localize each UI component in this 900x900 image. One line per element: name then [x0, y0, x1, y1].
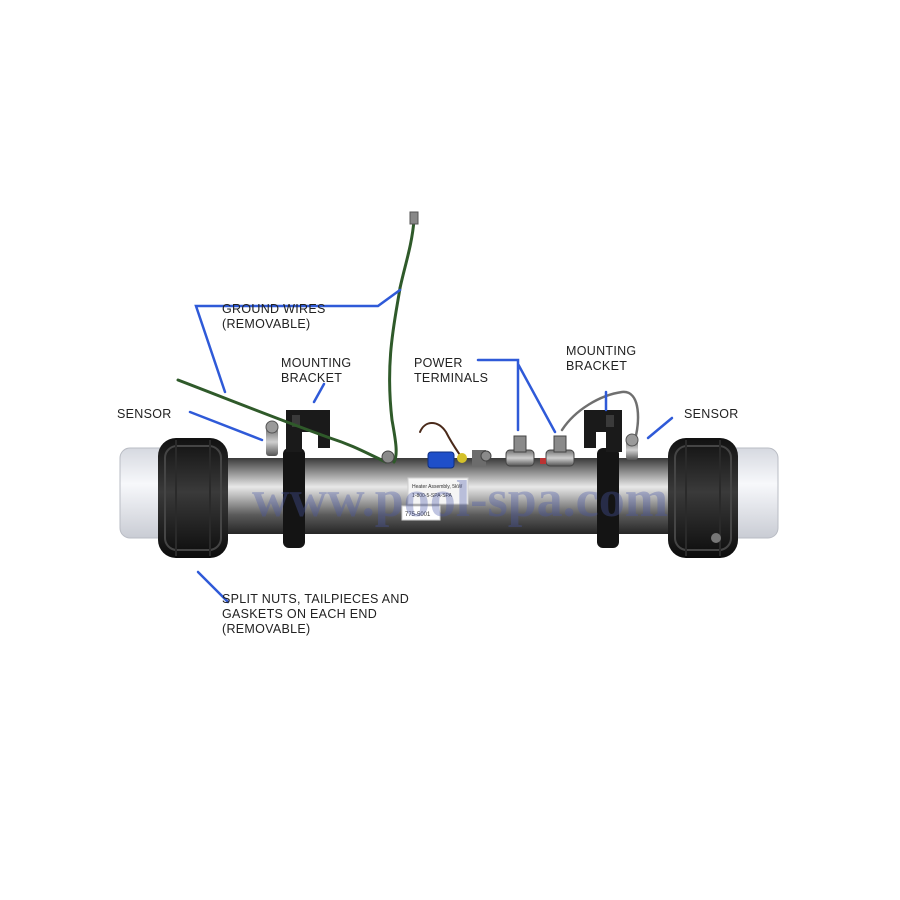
label-ground-wires-line1: GROUND WIRES	[222, 302, 326, 316]
label-split-nuts-line2: GASKETS ON EACH END	[222, 607, 378, 621]
label-power-terminals: POWER TERMINALS	[414, 356, 488, 386]
label-ground-wires-line2: (REMOVABLE)	[222, 317, 311, 331]
leader-mounting-bracket-left	[312, 382, 326, 404]
product-sticker: Heater Assembly, 5kW 1-800-5-SPA-SPA 775…	[401, 477, 469, 521]
label-sensor-right-text: SENSOR	[684, 407, 739, 421]
label-power-terminals-line1: POWER	[414, 356, 463, 370]
label-power-terminals-line2: TERMINALS	[414, 371, 489, 385]
ground-wires	[176, 211, 640, 464]
label-sensor-right: SENSOR	[684, 407, 739, 422]
label-split-nuts: SPLIT NUTS, TAILPIECES AND GASKETS ON EA…	[222, 592, 409, 637]
split-nut-left	[158, 438, 228, 558]
sticker-part-number: 775-5001	[405, 512, 431, 518]
label-ground-wires: GROUND WIRES (REMOVABLE)	[222, 302, 326, 332]
leader-power-terminals	[476, 358, 557, 434]
mounting-bracket-right-shape	[584, 410, 622, 548]
label-sensor-left-text: SENSOR	[117, 407, 172, 421]
leader-split-nuts	[196, 570, 230, 604]
ground-lugs	[381, 450, 492, 464]
sensor-left-shape	[265, 420, 279, 456]
leader-ground-wires	[194, 288, 402, 394]
label-split-nuts-line3: (REMOVABLE)	[222, 622, 311, 636]
label-mounting-bracket-right-line2: BRACKET	[566, 359, 628, 373]
split-nut-right	[668, 438, 738, 558]
label-mounting-bracket-right-line1: MOUNTING	[566, 344, 637, 358]
label-split-nuts-line1: SPLIT NUTS, TAILPIECES AND	[222, 592, 410, 606]
label-mounting-bracket-left-line2: BRACKET	[281, 371, 343, 385]
label-sensor-left: SENSOR	[117, 407, 172, 422]
power-terminals-shape	[505, 435, 575, 467]
leader-sensor-left	[188, 410, 264, 442]
label-mounting-bracket-left-line1: MOUNTING	[281, 356, 352, 370]
leader-lines	[188, 288, 674, 604]
leader-sensor-right	[646, 416, 674, 440]
label-mounting-bracket-right: MOUNTING BRACKET	[566, 344, 636, 374]
sensor-right-shape	[625, 433, 639, 460]
sticker-line2: 1-800-5-SPA-SPA	[412, 493, 452, 499]
label-mounting-bracket-left: MOUNTING BRACKET	[281, 356, 351, 386]
sticker-line1: Heater Assembly, 5kW	[412, 484, 462, 490]
